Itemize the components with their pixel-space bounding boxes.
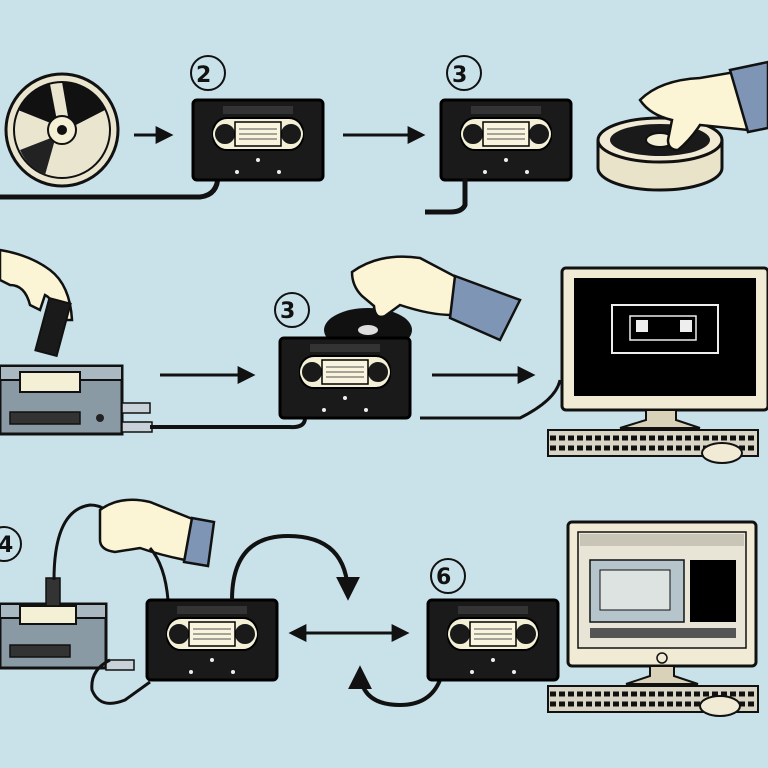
hand-icon (350, 255, 522, 342)
desktop-monitor-icon (566, 520, 758, 685)
hand-icon (98, 498, 216, 568)
mouse-icon (701, 442, 743, 464)
vhs-cassette-icon (439, 98, 573, 182)
vhs-cassette-icon (145, 598, 279, 682)
vcr-player-icon (0, 577, 135, 671)
vhs-cassette-icon (426, 598, 560, 682)
step-number-4: 4 (0, 533, 13, 558)
hand-icon (0, 248, 74, 358)
vcr-player-icon (0, 364, 153, 436)
hand-icon (638, 60, 768, 152)
desktop-monitor-icon (560, 266, 768, 429)
cable (148, 547, 170, 601)
cable (90, 658, 151, 705)
vhs-cassette-icon (278, 336, 412, 420)
curved-arrow-icon (230, 533, 360, 601)
curved-arrow-icon (348, 665, 442, 708)
step-number-3: 3 (452, 63, 467, 88)
film-reel-icon (4, 72, 120, 188)
cable (420, 379, 562, 420)
mouse-icon (699, 695, 741, 717)
step-number-3-middle: 3 (280, 299, 295, 324)
vhs-cassette-icon (191, 98, 325, 182)
step-number-2: 2 (196, 63, 211, 88)
cable (425, 178, 468, 215)
step-number-6: 6 (436, 565, 451, 590)
reel-tray-icon (596, 116, 724, 192)
cable (150, 417, 307, 430)
